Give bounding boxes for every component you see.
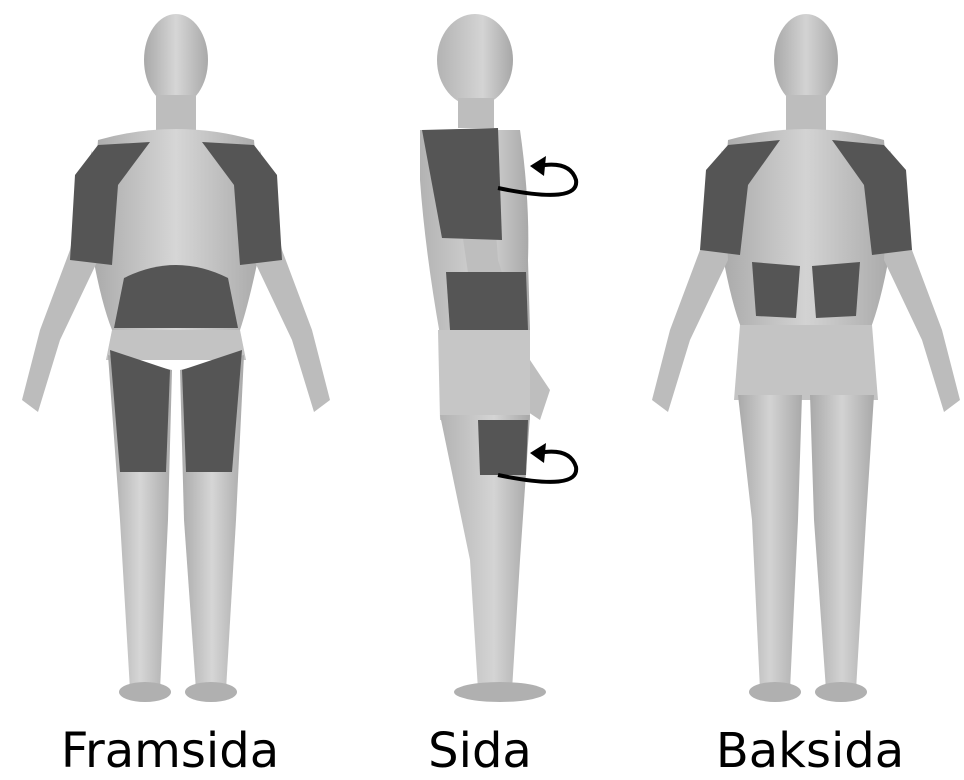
front-view-label: Framsida xyxy=(30,722,310,780)
left-foot-shape xyxy=(749,682,801,702)
left-flank-region xyxy=(752,262,800,318)
right-thigh-region xyxy=(182,350,242,472)
left-leg-shape xyxy=(738,395,802,690)
right-flank-region xyxy=(812,262,860,318)
back-view-label: Baksida xyxy=(660,722,960,780)
abdomen-region xyxy=(114,265,238,328)
waist-region xyxy=(446,272,528,330)
head-shape xyxy=(437,14,513,106)
side-view-label: Sida xyxy=(400,722,560,780)
foot-shape xyxy=(454,682,546,702)
front-view-figure xyxy=(0,0,340,715)
buttocks-shape xyxy=(734,325,878,400)
front-body-diagram xyxy=(0,0,340,715)
side-view-figure xyxy=(380,0,620,715)
right-leg-shape xyxy=(810,395,874,690)
hips-shape xyxy=(438,330,530,420)
right-foot-shape xyxy=(815,682,867,702)
neck-shape xyxy=(458,98,494,128)
back-body-diagram xyxy=(640,0,964,715)
head-shape xyxy=(774,14,838,106)
side-body-diagram xyxy=(380,0,620,715)
thigh-region xyxy=(478,420,528,475)
hips-shape xyxy=(106,330,246,360)
right-foot-shape xyxy=(185,682,237,702)
back-view-figure xyxy=(640,0,964,715)
head-shape xyxy=(144,14,208,106)
left-thigh-region xyxy=(110,350,170,472)
left-foot-shape xyxy=(119,682,171,702)
